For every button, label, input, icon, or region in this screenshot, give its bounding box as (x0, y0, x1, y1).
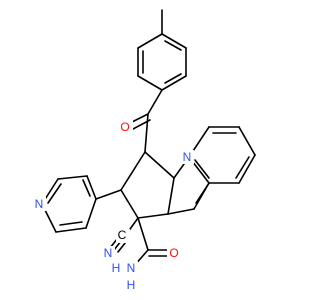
nitrile-carbon-label: C (118, 228, 127, 242)
bond (137, 213, 169, 219)
bond (147, 89, 163, 115)
nitrile-nitrogen-label: N (104, 246, 113, 260)
bond (95, 189, 122, 200)
bond (137, 75, 163, 91)
bond (86, 175, 97, 200)
bond (55, 227, 87, 233)
bond (238, 126, 256, 156)
bond (167, 177, 175, 215)
molecule-diagram: O N N C N O N H H (32, 9, 256, 292)
bond (85, 198, 97, 229)
bond (137, 33, 163, 49)
bond (235, 156, 250, 179)
bond (137, 217, 149, 251)
bond (120, 189, 139, 219)
bond (82, 179, 91, 197)
bond (195, 182, 210, 204)
structure-svg: O N N C N O N H H (32, 9, 256, 292)
bond (59, 221, 83, 226)
atom-labels: O N N C N O N H H (32, 120, 194, 292)
bond (164, 73, 182, 84)
bond (144, 113, 149, 153)
pyridine-nitrogen-label: N (35, 197, 44, 211)
bond (57, 175, 88, 180)
bond (161, 75, 187, 91)
amide-hydrogen-2-label: H (127, 278, 136, 292)
amide-hydrogen-label: H (112, 261, 121, 275)
amide-nitrogen-label: N (127, 261, 136, 275)
carbonyl-oxygen-label: O (120, 120, 129, 134)
bond (164, 40, 182, 51)
bond (144, 151, 175, 179)
bond (120, 151, 146, 191)
bond (161, 33, 187, 49)
ring-nitrogen-label: N (183, 150, 192, 164)
amide-oxygen-label: O (169, 246, 178, 260)
bond (167, 208, 195, 215)
bond (238, 154, 256, 184)
bond (47, 183, 62, 204)
bond (194, 159, 210, 179)
bonds (41, 9, 256, 267)
